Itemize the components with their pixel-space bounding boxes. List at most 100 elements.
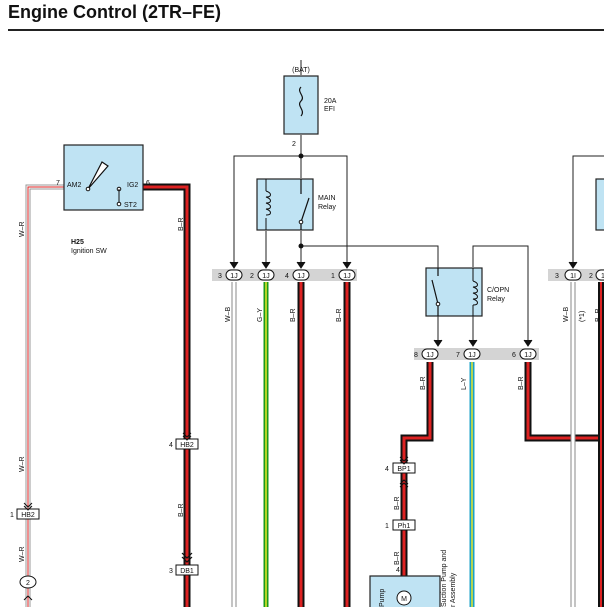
- svg-text:6: 6: [512, 352, 516, 359]
- splice-point: [298, 243, 304, 249]
- junction-1J-pin3: 3 1J: [218, 261, 243, 281]
- connector-hb2-left: 1 HB2: [10, 502, 40, 520]
- wire-b-r-6: [524, 362, 604, 442]
- ignition-key-icon: [87, 161, 109, 190]
- main-relay: [256, 178, 314, 231]
- wire-label: B–R: [595, 308, 602, 322]
- svg-text:1J: 1J: [262, 273, 269, 280]
- page-title: Engine Control (2TR–FE): [8, 2, 221, 22]
- svg-text:1: 1: [601, 273, 604, 280]
- st2-label: ST2: [124, 202, 137, 209]
- wire-label: W–R: [19, 456, 26, 472]
- pump-pin: 4: [396, 567, 400, 574]
- fuse-name: EFI: [324, 106, 335, 113]
- svg-text:1I: 1I: [570, 273, 576, 280]
- ignition-sw-code: H25: [71, 239, 84, 246]
- svg-text:3: 3: [555, 273, 559, 280]
- splice-point: [298, 153, 304, 159]
- svg-text:3: 3: [169, 568, 173, 575]
- wire-label: B–R: [178, 503, 185, 517]
- svg-text:HB2: HB2: [21, 512, 35, 519]
- svg-text:2: 2: [589, 273, 593, 280]
- junction-1J-pin7: 7 1J: [456, 339, 481, 360]
- title-divider: [8, 29, 604, 31]
- svg-text:8: 8: [414, 352, 418, 359]
- svg-text:1J: 1J: [230, 273, 237, 280]
- svg-text:HB2: HB2: [180, 442, 194, 449]
- junction-right-pin2: 2 1: [589, 269, 604, 281]
- ig2-label: IG2: [127, 182, 138, 189]
- wire-label: L–Y: [461, 377, 468, 390]
- svg-text:3: 3: [218, 273, 222, 280]
- svg-text:1J: 1J: [468, 352, 475, 359]
- fuse-icon: [298, 86, 304, 117]
- partial-component: [595, 178, 604, 231]
- main-relay-sub: Relay: [318, 204, 336, 211]
- ignition-sw-name: Ignition SW: [71, 248, 107, 255]
- pump-label-line1: Suction Pump and: [441, 550, 448, 607]
- wire-label: W–B: [563, 307, 570, 323]
- svg-text:2: 2: [250, 273, 254, 280]
- ig2-pin: 6: [146, 180, 150, 187]
- wire-label: B–R: [336, 308, 343, 322]
- svg-text:Ph1: Ph1: [398, 523, 411, 530]
- fuse-pin: 2: [292, 141, 296, 148]
- svg-text:BP1: BP1: [397, 466, 410, 473]
- svg-text:DB1: DB1: [180, 568, 194, 575]
- junction-1J-pin4: 4 1J: [285, 261, 310, 281]
- wire-label: W–R: [19, 546, 26, 562]
- svg-text:1J: 1J: [297, 273, 304, 280]
- wire-w-r-left: [25, 184, 64, 607]
- wire-label: (*1): [579, 311, 586, 322]
- ignition-switch: [63, 144, 144, 211]
- wire-b-r-ig2: [143, 183, 191, 607]
- svg-text:1J: 1J: [343, 273, 350, 280]
- wire-label: W–B: [225, 307, 232, 323]
- svg-text:1J: 1J: [524, 352, 531, 359]
- junction-1J-pin2: 2 1J: [250, 261, 275, 281]
- connector-bp1: 4 BP1: [385, 456, 416, 474]
- copn-relay-name: C/OPN: [487, 287, 509, 294]
- svg-text:1J: 1J: [426, 352, 433, 359]
- copn-relay-sub: Relay: [487, 296, 505, 303]
- wire-label: W–R: [19, 221, 26, 237]
- coil-icon: [472, 280, 478, 306]
- svg-text:1: 1: [331, 273, 335, 280]
- svg-text:1: 1: [10, 512, 14, 519]
- junction-bar-1J-top: [212, 269, 357, 281]
- pump-label-line2: r Assembly: [450, 572, 457, 607]
- connector-hb2-mid: 4 HB2: [169, 432, 199, 450]
- svg-text:4: 4: [385, 466, 389, 473]
- ground-connector-2: 2: [19, 575, 37, 601]
- wire-label: B–R: [518, 376, 525, 390]
- wire-label: B–R: [178, 217, 185, 231]
- motor-icon: [396, 590, 412, 606]
- connector-db1: 3 DB1: [169, 552, 199, 576]
- svg-text:2: 2: [26, 580, 30, 587]
- wire-label: B–R: [290, 308, 297, 322]
- fuse-rating: 20A: [324, 98, 337, 105]
- wire-label: B–R: [420, 376, 427, 390]
- svg-text:4: 4: [285, 273, 289, 280]
- junction-1J-pin8: 8 1J: [414, 339, 443, 360]
- connector-ph1: 1 Ph1: [385, 479, 416, 531]
- wire-label: B–R: [394, 496, 401, 510]
- wire-label: B–R: [394, 551, 401, 565]
- main-relay-name: MAIN: [318, 195, 336, 202]
- svg-text:7: 7: [456, 352, 460, 359]
- am2-label: AM2: [67, 182, 82, 189]
- efi-fuse: [283, 75, 319, 135]
- bat-label: (BAT): [292, 67, 310, 74]
- wire-label: G–Y: [257, 308, 264, 322]
- junction-1J-pin1: 1 1J: [331, 261, 356, 281]
- junction-1I-pin3: 3 1I: [555, 261, 582, 281]
- pump-vert-label: Pump: [379, 589, 386, 607]
- svg-text:4: 4: [169, 442, 173, 449]
- motor-label: M: [401, 596, 407, 603]
- wire-b-r-8: [400, 362, 434, 607]
- coil-icon: [265, 190, 271, 216]
- svg-text:1: 1: [385, 523, 389, 530]
- junction-1J-pin6: 6 1J: [512, 339, 537, 360]
- am2-pin: 7: [56, 180, 60, 187]
